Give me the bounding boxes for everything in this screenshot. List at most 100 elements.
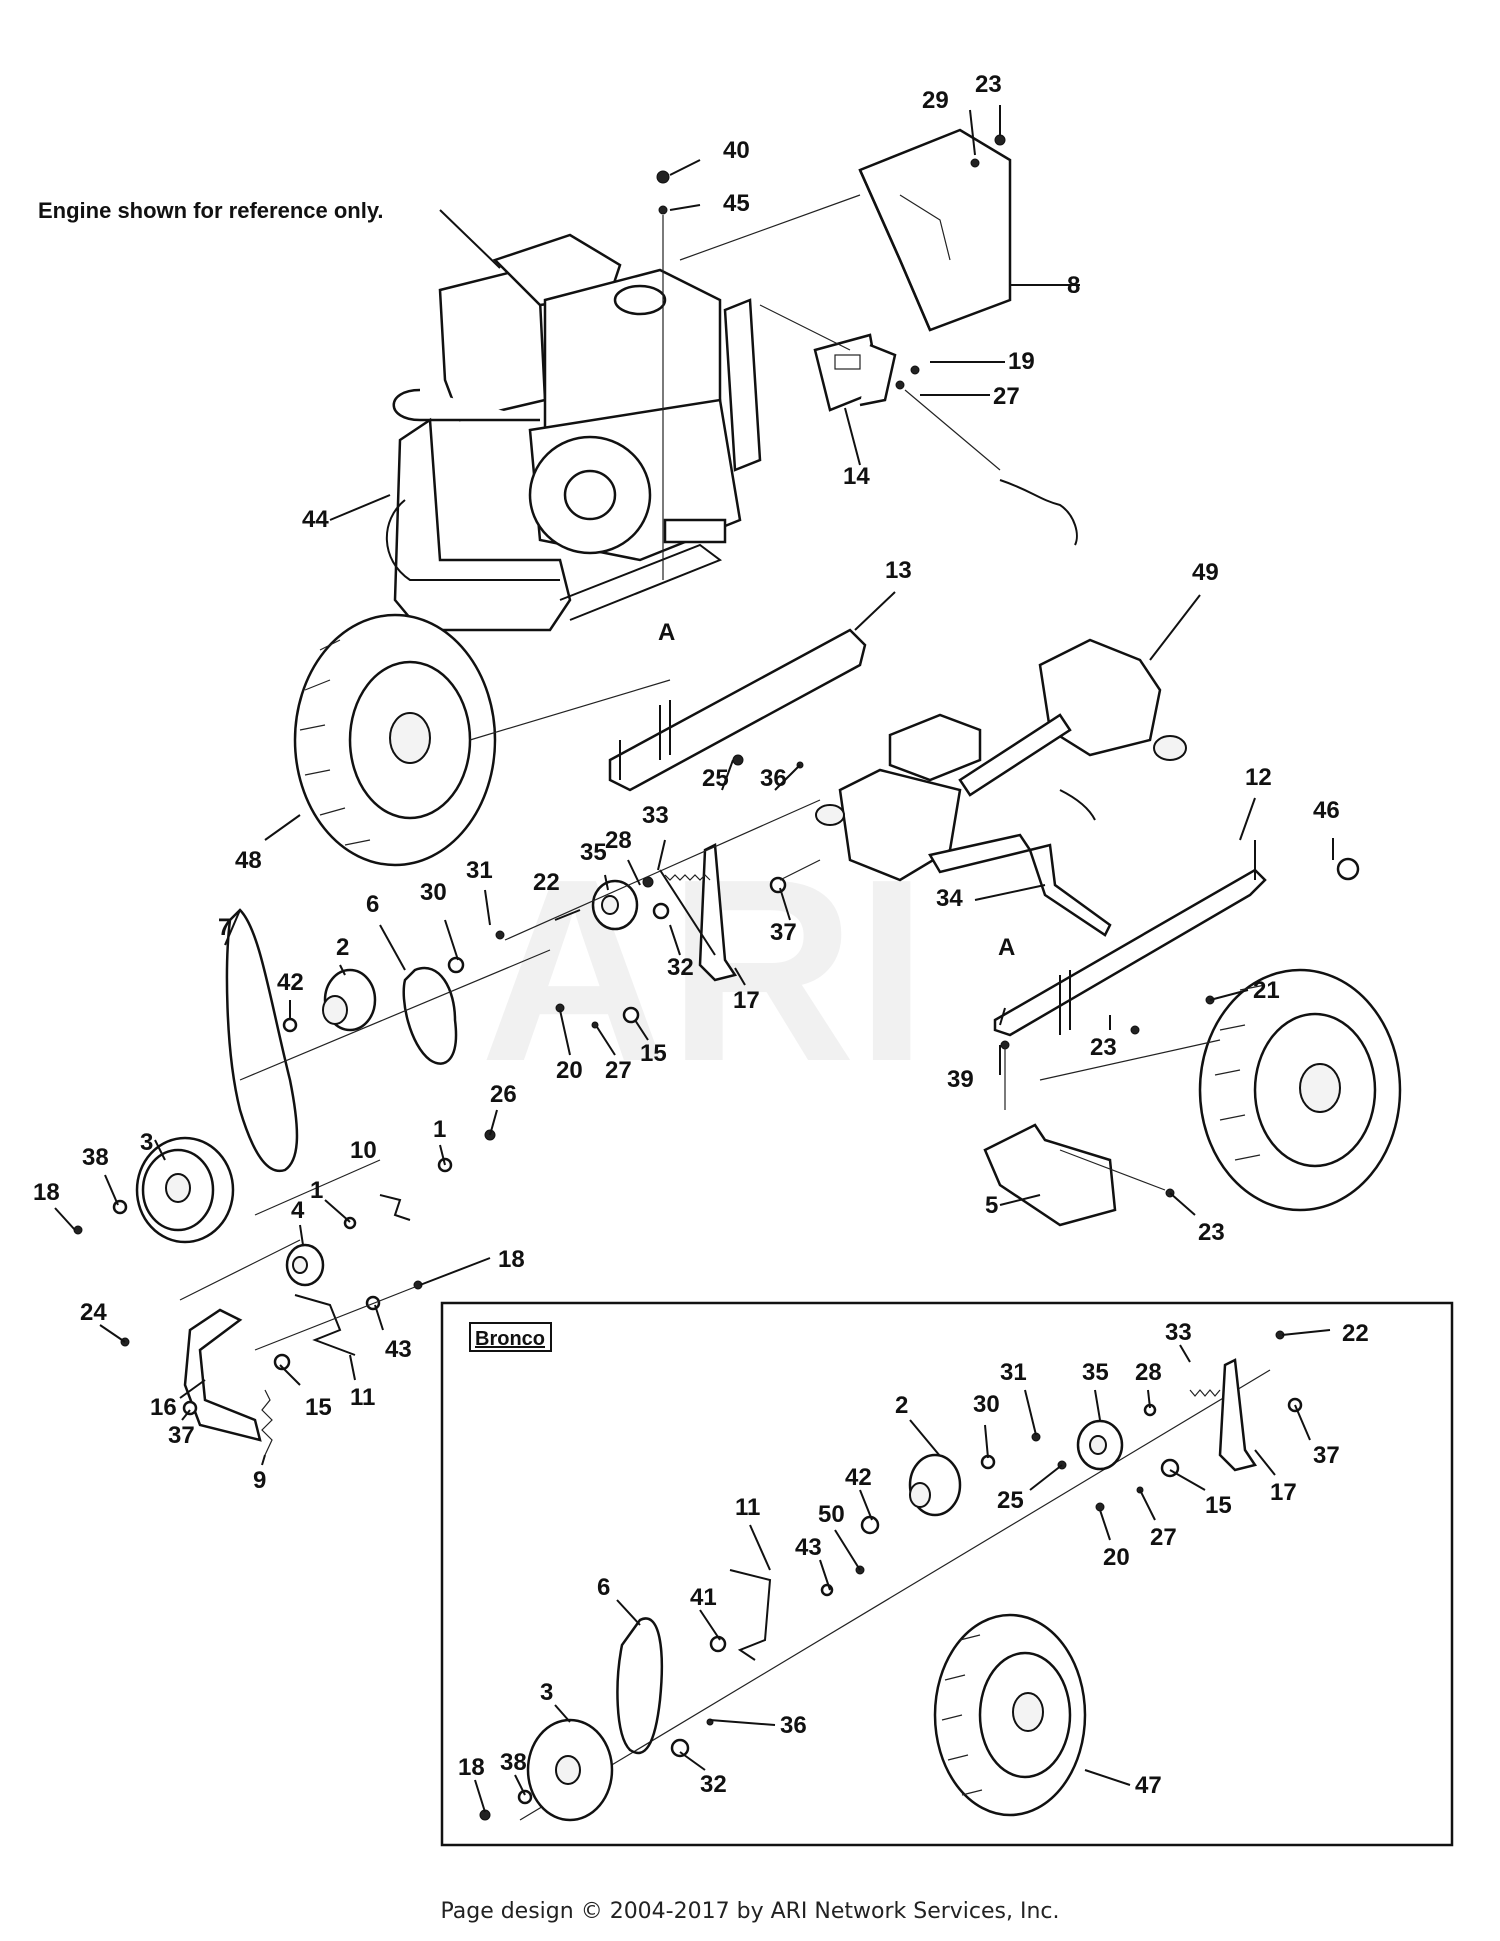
callout-label: 32: [667, 954, 694, 981]
callout-label: 30: [420, 879, 447, 906]
callout-label: 42: [277, 969, 304, 996]
callout-label: 35: [1082, 1359, 1109, 1386]
callout-label: 33: [642, 802, 669, 829]
callout-label: 22: [533, 869, 560, 896]
callout-label: 4: [291, 1197, 305, 1224]
callout-label: 37: [168, 1422, 195, 1449]
callout-label: 12: [1245, 764, 1272, 791]
idler-pulley-4: [285, 1243, 325, 1287]
callout-label: 3: [540, 1679, 553, 1706]
callout-label: 48: [235, 847, 262, 874]
callout-label: 2: [336, 934, 349, 961]
engine-illustration: [385, 233, 762, 632]
callout-label: 43: [385, 1336, 412, 1363]
callout-label: 15: [640, 1040, 667, 1067]
callout-label: 40: [723, 137, 750, 164]
callout-label: 39: [947, 1066, 974, 1093]
callout-label: 37: [1313, 1442, 1340, 1469]
callout-label: 49: [1192, 559, 1219, 586]
callout-label: 27: [993, 383, 1020, 410]
callout-label: 33: [1165, 1319, 1192, 1346]
callout-label: 38: [82, 1144, 109, 1171]
callout-label: 20: [1103, 1544, 1130, 1571]
callout-label: 18: [498, 1246, 525, 1273]
callout-label: 1: [433, 1116, 446, 1143]
callout-label: 13: [885, 557, 912, 584]
callout-label: 25: [997, 1487, 1024, 1514]
callout-label: 37: [770, 919, 797, 946]
inset-title: Bronco: [475, 1328, 545, 1350]
callout-label: 21: [1253, 977, 1280, 1004]
callout-label: 15: [305, 1394, 332, 1421]
callout-label: 6: [366, 891, 379, 918]
alignment-lines: [179, 194, 1221, 1351]
callout-label: 11: [735, 1494, 760, 1521]
frame-left: [608, 628, 867, 792]
callout-label: 22: [1342, 1320, 1369, 1347]
callout-label: 24: [80, 1299, 107, 1326]
belt-cover: [858, 128, 1012, 332]
callout-label: 17: [733, 987, 760, 1014]
callout-label: 36: [780, 1712, 807, 1739]
pulley-2: [322, 968, 377, 1032]
callout-label: 42: [845, 1464, 872, 1491]
bracket: [813, 333, 897, 412]
callout-label: 17: [1270, 1479, 1297, 1506]
callout-label: 3: [140, 1129, 153, 1156]
callout-label: 19: [1008, 348, 1035, 375]
callout-label: 14: [843, 463, 870, 490]
callout-label: 44: [302, 506, 329, 533]
callout-label: 50: [818, 1501, 845, 1528]
frame-right: [993, 840, 1267, 1037]
callout-label: 18: [33, 1179, 60, 1206]
callout-label: 25: [702, 765, 729, 792]
callout-label: 7: [218, 914, 231, 941]
callout-label: 29: [922, 87, 949, 114]
callout-label: 23: [1090, 1034, 1117, 1061]
callout-label: 36: [760, 765, 787, 792]
callout-label: 11: [350, 1384, 375, 1411]
hardware-fasteners: [73, 134, 1360, 1416]
callout-label: 18: [458, 1754, 485, 1781]
bronco-inset: Bronco: [440, 1301, 1454, 1847]
callout-label: A: [658, 619, 675, 646]
main-callouts: 40 45 29 23 8 19 27 14 44 A 13 49 48 12 …: [33, 71, 1340, 1494]
callout-label: 38: [500, 1749, 527, 1776]
callout-label: 16: [150, 1394, 177, 1421]
callout-label: 46: [1313, 797, 1340, 824]
pulley-main: [135, 1136, 235, 1244]
transmission-axle: [815, 638, 1187, 882]
callout-label: 23: [1198, 1219, 1225, 1246]
callout-label: 6: [597, 1574, 610, 1601]
callout-label: 45: [723, 190, 750, 217]
callout-label: 28: [1135, 1359, 1162, 1386]
inset-callouts: 33 22 31 35 28 30 2 42 11 50 43 25 17 37…: [458, 1319, 1369, 1799]
callout-label: 41: [690, 1584, 717, 1611]
callout-label: 31: [466, 857, 493, 884]
callout-label: 2: [895, 1392, 908, 1419]
callout-label: A: [998, 934, 1015, 961]
callout-label: 27: [605, 1057, 632, 1084]
callout-label: 20: [556, 1057, 583, 1084]
leader-lines: [54, 105, 1334, 1466]
engine-note: Engine shown for reference only.: [38, 198, 384, 223]
callout-label: 23: [975, 71, 1002, 98]
callout-label: 10: [350, 1137, 377, 1164]
callout-label: 15: [1205, 1492, 1232, 1519]
callout-label: 31: [1000, 1359, 1027, 1386]
wheel-left: [293, 613, 497, 867]
callout-label: 34: [936, 885, 963, 912]
callout-label: 27: [1150, 1524, 1177, 1551]
callout-label: 47: [1135, 1772, 1162, 1799]
wheel-right: [1198, 968, 1402, 1212]
callout-label: 35: [580, 839, 607, 866]
callout-label: 8: [1067, 272, 1080, 299]
idler-pulley: [591, 879, 639, 931]
callout-label: 28: [605, 827, 632, 854]
callout-label: 32: [700, 1771, 727, 1798]
callout-label: 1: [310, 1177, 323, 1204]
callout-label: 5: [985, 1192, 998, 1219]
callout-label: 26: [490, 1081, 517, 1108]
footer-copyright: Page design © 2004-2017 by ARI Network S…: [440, 1899, 1059, 1924]
